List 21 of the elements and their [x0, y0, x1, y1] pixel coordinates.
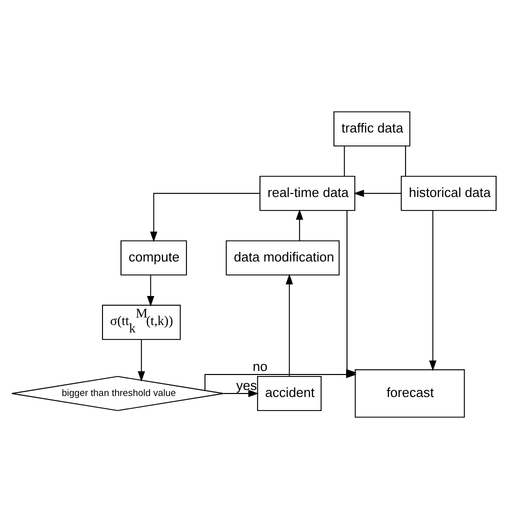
arrow: [223, 389, 259, 397]
arrow: [354, 189, 402, 197]
arrow: [429, 210, 436, 370]
arrow: [296, 208, 304, 241]
node-box: compute: [120, 240, 187, 275]
connector: [405, 145, 406, 176]
node-diamond: bigger than threshold value: [11, 375, 224, 411]
node-box: traffic data: [333, 110, 410, 146]
arrow: [150, 192, 260, 242]
node-box: accident: [257, 375, 322, 411]
node-box: forecast: [354, 368, 465, 418]
connector: [344, 145, 345, 176]
node-box: real-time data: [259, 175, 356, 210]
arrow: [138, 338, 146, 382]
arrow: [146, 274, 154, 306]
node-box: data modification: [226, 240, 340, 275]
node-box: historical data: [400, 175, 497, 210]
arrow: [204, 370, 357, 390]
arrow: [286, 273, 294, 376]
edge-label: yes: [236, 377, 257, 392]
edge-label: no: [252, 358, 268, 374]
